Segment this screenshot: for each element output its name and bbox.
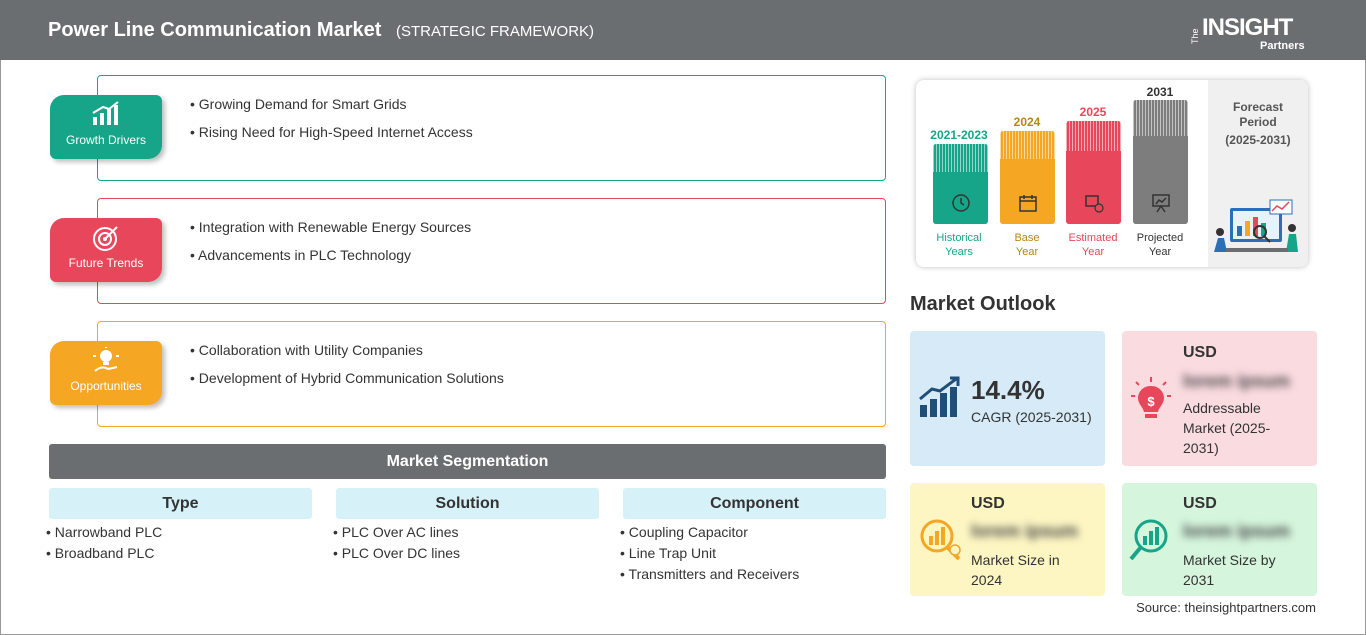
list-item: Broadband PLC <box>46 545 162 566</box>
forecast-label: Forecast Period <box>1232 100 1284 129</box>
timeline-year-estimated: 2025 <box>1079 105 1107 119</box>
size-2031-label: Market Size by 2031 <box>1183 552 1276 588</box>
growth-drivers-list: Growing Demand for Smart Grids Rising Ne… <box>190 96 473 152</box>
opportunities-list: Collaboration with Utility Companies Dev… <box>190 342 504 398</box>
timeline-year-projected: 2031 <box>1146 85 1174 99</box>
segment-solution-heading: Solution <box>336 488 599 519</box>
segmentation-title: Market Segmentation <box>49 444 886 479</box>
segment-component-list: Coupling Capacitor Line Trap Unit Transm… <box>620 524 800 587</box>
growth-chart-icon <box>50 101 162 131</box>
lightbulb-dollar-icon: $ <box>1130 376 1172 427</box>
segment-solution-list: PLC Over AC lines PLC Over DC lines <box>333 524 460 566</box>
list-item: Rising Need for High-Speed Internet Acce… <box>190 124 473 152</box>
addressable-value: lorem ipsum <box>1183 371 1291 391</box>
insight-partners-logo: The INSIGHT Partners <box>1190 14 1305 52</box>
list-item: Development of Hybrid Communication Solu… <box>190 370 504 398</box>
addressable-currency: USD <box>1183 344 1217 361</box>
size-2024-value: lorem ipsum <box>971 521 1079 541</box>
list-item: Collaboration with Utility Companies <box>190 342 504 370</box>
size-2031-currency: USD <box>1183 495 1217 512</box>
presentation-icon <box>1133 192 1188 219</box>
svg-text:$: $ <box>1147 394 1155 409</box>
list-item: Narrowband PLC <box>46 524 162 545</box>
header-bar: Power Line Communication Market (STRATEG… <box>0 0 1366 60</box>
timeline-bar-projected <box>1133 100 1188 224</box>
list-item: Advancements in PLC Technology <box>190 247 471 275</box>
size-2024-label: Market Size in 2024 <box>971 552 1060 588</box>
timeline-bar-estimated <box>1066 121 1121 224</box>
page-subtitle: (STRATEGIC FRAMEWORK) <box>396 23 595 40</box>
list-item: PLC Over AC lines <box>333 524 460 545</box>
opportunities-badge: Opportunities <box>50 341 162 405</box>
market-size-2031-card <box>1122 483 1317 596</box>
size-2031-value: lorem ipsum <box>1183 521 1291 541</box>
list-item: Line Trap Unit <box>620 545 799 566</box>
growth-bars-icon <box>918 375 962 424</box>
market-outlook-title: Market Outlook <box>910 293 1056 315</box>
source-credit: Source: theinsightpartners.com <box>1136 600 1316 615</box>
lightbulb-hand-icon <box>50 347 162 377</box>
segment-component-heading: Component <box>623 488 886 519</box>
list-item: Transmitters and Receivers <box>620 566 800 587</box>
timeline-year-base: 2024 <box>1013 115 1041 129</box>
timeline-bar-base <box>1000 131 1055 224</box>
timeline-year-historical: 2021-2023 <box>930 128 988 142</box>
size-2024-currency: USD <box>971 495 1005 512</box>
target-icon <box>50 224 162 254</box>
analytics-illustration <box>1210 198 1300 256</box>
segment-type-heading: Type <box>49 488 312 519</box>
list-item: Integration with Renewable Energy Source… <box>190 219 471 247</box>
estimate-icon <box>1066 192 1121 219</box>
magnifier-chart-icon <box>917 516 963 567</box>
list-item: PLC Over DC lines <box>333 545 460 566</box>
future-trends-badge: Future Trends <box>50 218 162 282</box>
forecast-range: (2025-2031) <box>1225 133 1291 147</box>
list-item: Coupling Capacitor <box>620 524 799 545</box>
magnifier-chart-icon <box>1129 516 1175 567</box>
future-trends-list: Integration with Renewable Energy Source… <box>190 219 471 275</box>
segment-type-list: Narrowband PLC Broadband PLC <box>46 524 162 566</box>
cagr-label: CAGR (2025-2031) <box>971 409 1092 425</box>
list-item: Growing Demand for Smart Grids <box>190 96 473 124</box>
history-icon <box>933 192 988 219</box>
calendar-icon <box>1000 192 1055 219</box>
growth-drivers-badge: Growth Drivers <box>50 95 162 159</box>
page-title: Power Line Communication Market <box>48 19 382 41</box>
cagr-value: 14.4% <box>971 375 1045 405</box>
addressable-label: Addressable Market (2025-2031) <box>1183 400 1271 456</box>
